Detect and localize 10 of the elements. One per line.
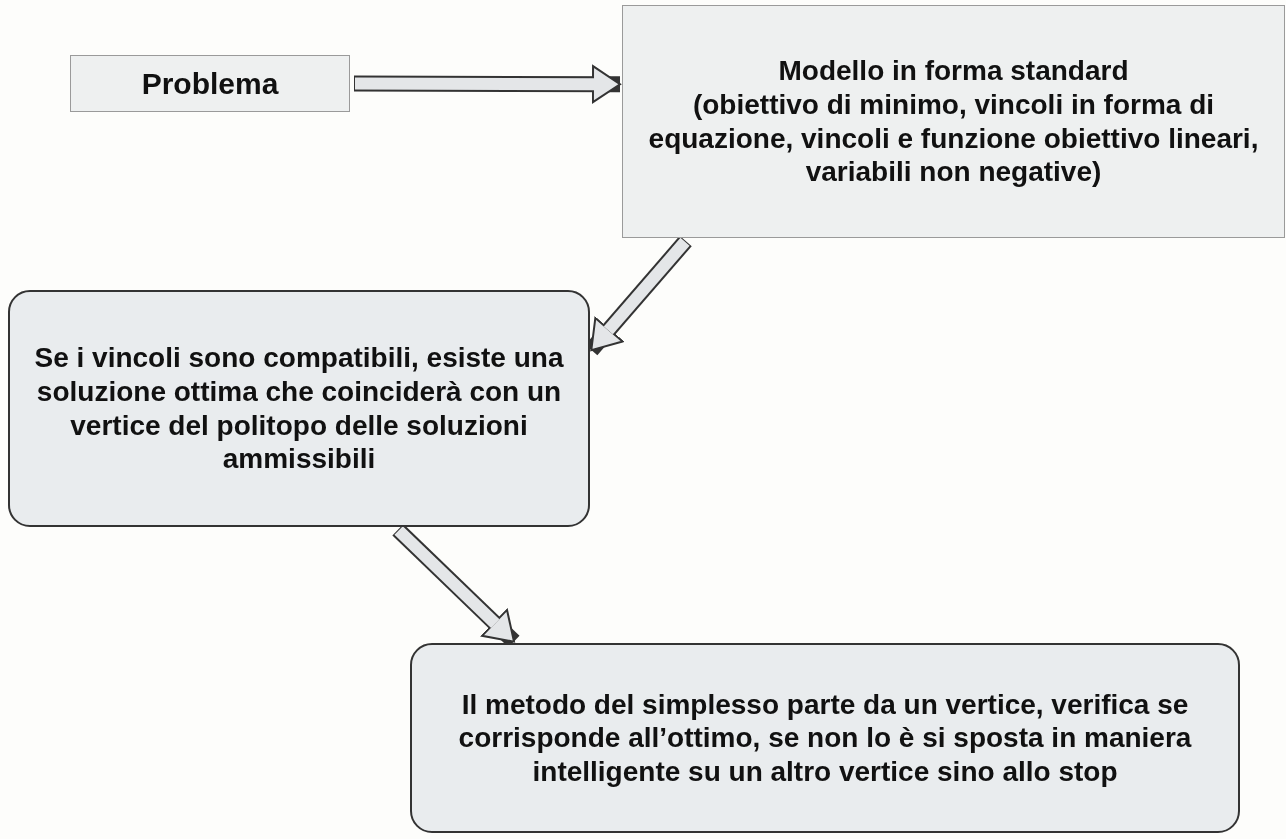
box-text: Il metodo del simplesso parte da un vertice, verifica se corrisponde all’ottimo, se non lo è si sposta in maniera intelligente su un altro vertice sino allo stop — [457, 687, 1193, 789]
box-text: (obiettivo di minimo, vincoli in forma di equazione, vincoli e funzione obiettivo lineari, variabili non negative) — [647, 87, 1260, 189]
box-text: Problema — [141, 65, 279, 102]
box-heading: Modello in forma standard — [778, 54, 1129, 88]
process-box — [70, 55, 350, 112]
box-text: Se i vincoli sono compatibili, esiste una soluzione ottima che coinciderà con un vertice del politopo delle soluzioni ammissibili — [33, 341, 565, 476]
block-arrow — [353, 65, 621, 104]
process-box — [622, 5, 1285, 238]
rounded-box — [410, 643, 1240, 833]
rounded-box — [8, 290, 590, 527]
